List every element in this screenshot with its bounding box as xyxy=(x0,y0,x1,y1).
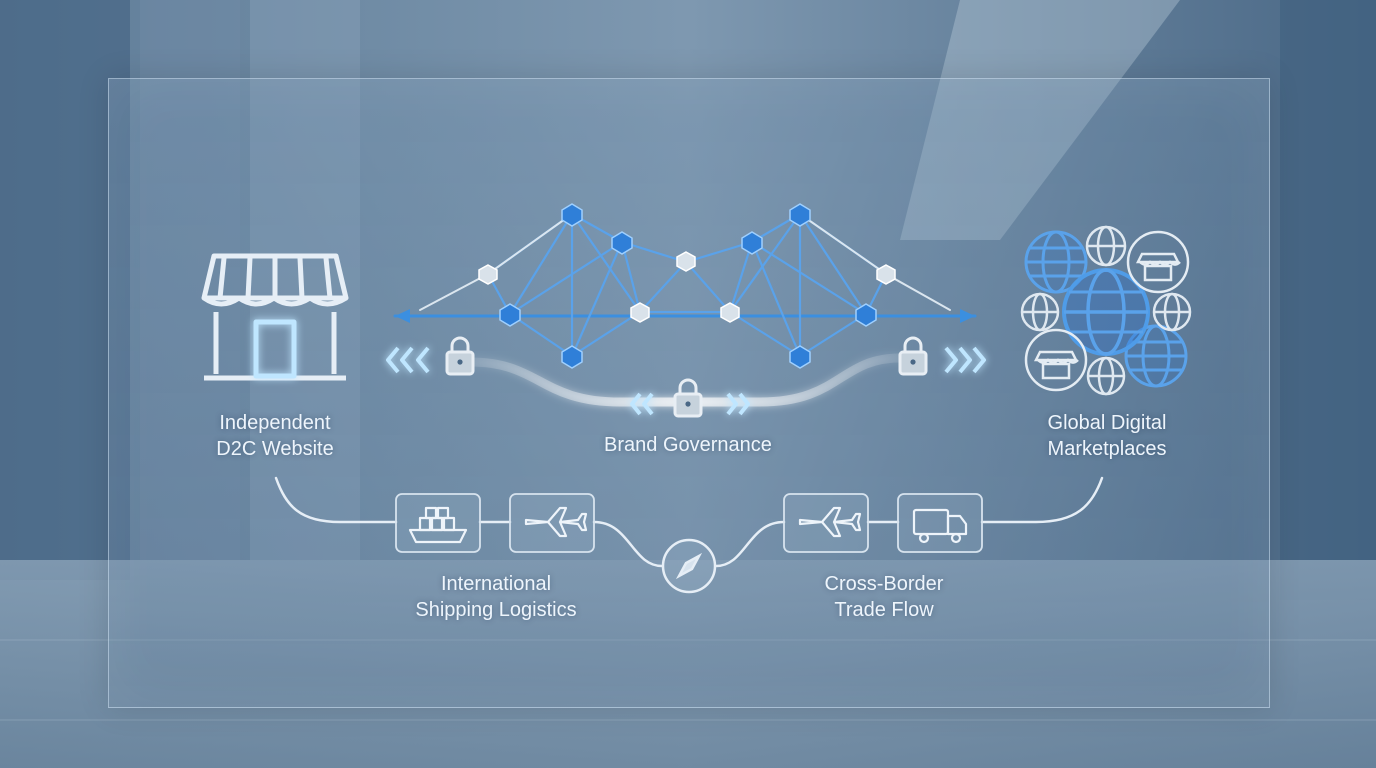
d2c-website-label: Independent D2C Website xyxy=(216,412,334,460)
silver-node xyxy=(478,251,896,323)
airplane-icon xyxy=(524,506,862,538)
globe-cluster xyxy=(1020,225,1192,396)
network-mesh xyxy=(393,203,977,369)
truck-icon xyxy=(912,508,968,544)
trade-flow-label: Cross-Border Trade Flow xyxy=(824,573,944,621)
double-chevron-icon xyxy=(386,346,986,416)
blue-node xyxy=(499,203,877,369)
compass-icon xyxy=(661,538,717,594)
market-stall-icon xyxy=(1024,230,1190,392)
globe-icon xyxy=(1024,230,1188,388)
shipping-logistics-label: International Shipping Logistics xyxy=(415,573,577,621)
storefront-icon xyxy=(201,253,349,381)
global-marketplaces-label: Global Digital Marketplaces xyxy=(1047,412,1167,460)
lock-icon xyxy=(445,336,928,418)
logistics-connector xyxy=(274,476,1104,568)
brand-governance-label: Brand Governance xyxy=(604,434,772,456)
cargo-ship-icon xyxy=(408,506,468,544)
